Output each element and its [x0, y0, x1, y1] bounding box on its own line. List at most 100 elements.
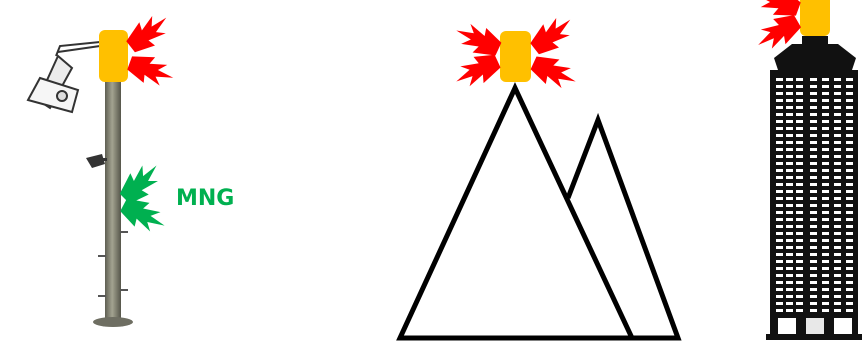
- building-window: [834, 253, 841, 256]
- building-window: [834, 302, 841, 305]
- building-window: [810, 92, 817, 95]
- building-window: [776, 295, 783, 298]
- building-window: [822, 169, 829, 172]
- building-window: [846, 225, 853, 228]
- building-window: [810, 85, 817, 88]
- building-window: [846, 141, 853, 144]
- building-window: [786, 162, 793, 165]
- building-window: [786, 218, 793, 221]
- building-window: [810, 288, 817, 291]
- building-window: [822, 134, 829, 137]
- building-window: [834, 85, 841, 88]
- building-window: [786, 302, 793, 305]
- building-window: [786, 274, 793, 277]
- building-window: [810, 309, 817, 312]
- building-window: [822, 218, 829, 221]
- building-window: [810, 162, 817, 165]
- building-device: [800, 0, 830, 36]
- building-window: [796, 190, 803, 193]
- mountain: [400, 88, 678, 338]
- building-window: [776, 302, 783, 305]
- utility-pole: [28, 42, 133, 327]
- building-window: [776, 274, 783, 277]
- building-window: [846, 92, 853, 95]
- building-window: [776, 211, 783, 214]
- building-window: [834, 148, 841, 151]
- building-window: [846, 274, 853, 277]
- building-window: [846, 155, 853, 158]
- lightning-bolt-icon: [122, 7, 175, 57]
- building-window: [796, 78, 803, 81]
- building-window: [810, 246, 817, 249]
- building-window: [810, 267, 817, 270]
- building-window: [796, 155, 803, 158]
- building-window: [786, 246, 793, 249]
- building-window: [822, 260, 829, 263]
- building-window: [776, 92, 783, 95]
- building-window: [786, 78, 793, 81]
- building-window: [776, 120, 783, 123]
- building-window: [822, 141, 829, 144]
- building-window: [822, 78, 829, 81]
- building-window: [776, 232, 783, 235]
- building-window: [786, 169, 793, 172]
- building-window: [822, 288, 829, 291]
- building-window: [810, 281, 817, 284]
- building-window: [776, 197, 783, 200]
- building-window: [846, 120, 853, 123]
- building-window: [822, 225, 829, 228]
- building-window: [810, 295, 817, 298]
- building-window: [786, 267, 793, 270]
- building-window: [786, 134, 793, 137]
- building-window: [846, 253, 853, 256]
- building-window: [810, 239, 817, 242]
- building-window: [846, 176, 853, 179]
- building-window: [796, 120, 803, 123]
- building-window: [846, 295, 853, 298]
- building-window: [822, 246, 829, 249]
- camera-icon: [86, 154, 107, 168]
- building-window: [810, 197, 817, 200]
- building-window: [776, 155, 783, 158]
- building-window: [776, 260, 783, 263]
- building-window: [786, 183, 793, 186]
- building-window: [834, 176, 841, 179]
- building-window: [834, 211, 841, 214]
- building-window: [810, 225, 817, 228]
- building-window: [796, 295, 803, 298]
- building-window: [796, 148, 803, 151]
- building-window: [822, 204, 829, 207]
- building-window: [822, 295, 829, 298]
- building-window: [834, 134, 841, 137]
- building-window: [796, 183, 803, 186]
- building-window: [796, 113, 803, 116]
- building-window: [834, 106, 841, 109]
- building-window: [846, 78, 853, 81]
- building-window: [776, 148, 783, 151]
- building-window: [786, 176, 793, 179]
- building-window: [776, 288, 783, 291]
- building-window: [776, 267, 783, 270]
- building-window: [776, 225, 783, 228]
- building-window: [846, 204, 853, 207]
- building-window: [776, 169, 783, 172]
- building-window: [834, 288, 841, 291]
- building-window: [776, 218, 783, 221]
- building-window: [846, 106, 853, 109]
- lightning-bolt-icon: [451, 17, 505, 62]
- building-window: [796, 309, 803, 312]
- building-window: [810, 169, 817, 172]
- building-window: [810, 99, 817, 102]
- building-window: [786, 155, 793, 158]
- building-window: [796, 169, 803, 172]
- building-window: [846, 302, 853, 305]
- building-window: [846, 113, 853, 116]
- building-window: [786, 92, 793, 95]
- building-window: [796, 302, 803, 305]
- building-window: [810, 120, 817, 123]
- building-window: [776, 106, 783, 109]
- pole-shaft: [105, 44, 121, 324]
- building-window: [776, 281, 783, 284]
- building-window: [810, 183, 817, 186]
- building-window: [796, 274, 803, 277]
